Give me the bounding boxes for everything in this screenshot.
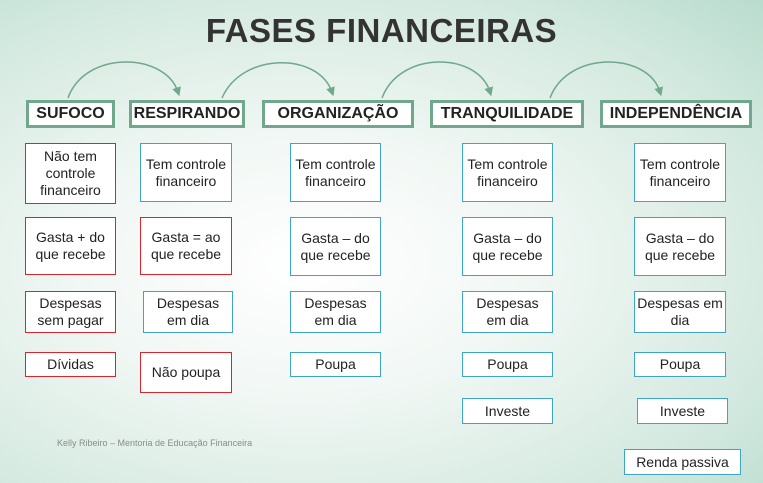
phase-tranquilidade: TRANQUILIDADE <box>430 100 584 128</box>
tranquilidade-item: Tem controle financeiro <box>462 143 553 202</box>
sufoco-item: Gasta + do que recebe <box>25 217 116 275</box>
organizacao-item: Tem controle financeiro <box>290 143 381 202</box>
respirando-item: Gasta = ao que recebe <box>140 217 232 275</box>
arrow-respirando-organizacao <box>221 62 335 99</box>
phase-organizacao: ORGANIZAÇÃO <box>262 100 414 128</box>
independencia-item: Investe <box>637 398 728 424</box>
independencia-item: Despesas em dia <box>634 291 726 333</box>
tranquilidade-item: Investe <box>462 398 553 424</box>
arrow-tranquilidade-independencia <box>549 61 664 99</box>
respirando-item: Não poupa <box>140 352 232 393</box>
organizacao-item: Despesas em dia <box>290 291 381 333</box>
independencia-item: Gasta – do que recebe <box>634 217 726 276</box>
arrow-sufoco-respirando <box>67 61 181 99</box>
sufoco-item: Despesas sem pagar <box>25 291 116 333</box>
footer-credit: Kelly Ribeiro – Mentoria de Educação Fin… <box>57 438 253 448</box>
sufoco-item: Dívidas <box>25 352 116 377</box>
phase-sufoco: SUFOCO <box>26 100 115 128</box>
phase-independencia: INDEPENDÊNCIA <box>600 100 752 128</box>
independencia-item: Poupa <box>634 352 726 377</box>
sufoco-item: Não tem controle financeiro <box>25 143 116 204</box>
tranquilidade-item: Gasta – do que recebe <box>462 217 553 276</box>
organizacao-item: Gasta – do que recebe <box>290 217 381 276</box>
organizacao-item: Poupa <box>290 352 381 377</box>
respirando-item: Despesas em dia <box>143 291 233 333</box>
transition-arrows <box>67 61 664 99</box>
tranquilidade-item: Despesas em dia <box>462 291 553 333</box>
tranquilidade-item: Poupa <box>462 352 553 377</box>
independencia-item: Renda passiva <box>624 449 741 475</box>
diagram-title: FASES FINANCEIRAS <box>205 12 558 49</box>
arrow-organizacao-tranquilidade <box>381 61 494 99</box>
phase-respirando: RESPIRANDO <box>129 100 245 128</box>
respirando-item: Tem controle financeiro <box>140 143 232 202</box>
independencia-item: Tem controle financeiro <box>634 143 726 202</box>
